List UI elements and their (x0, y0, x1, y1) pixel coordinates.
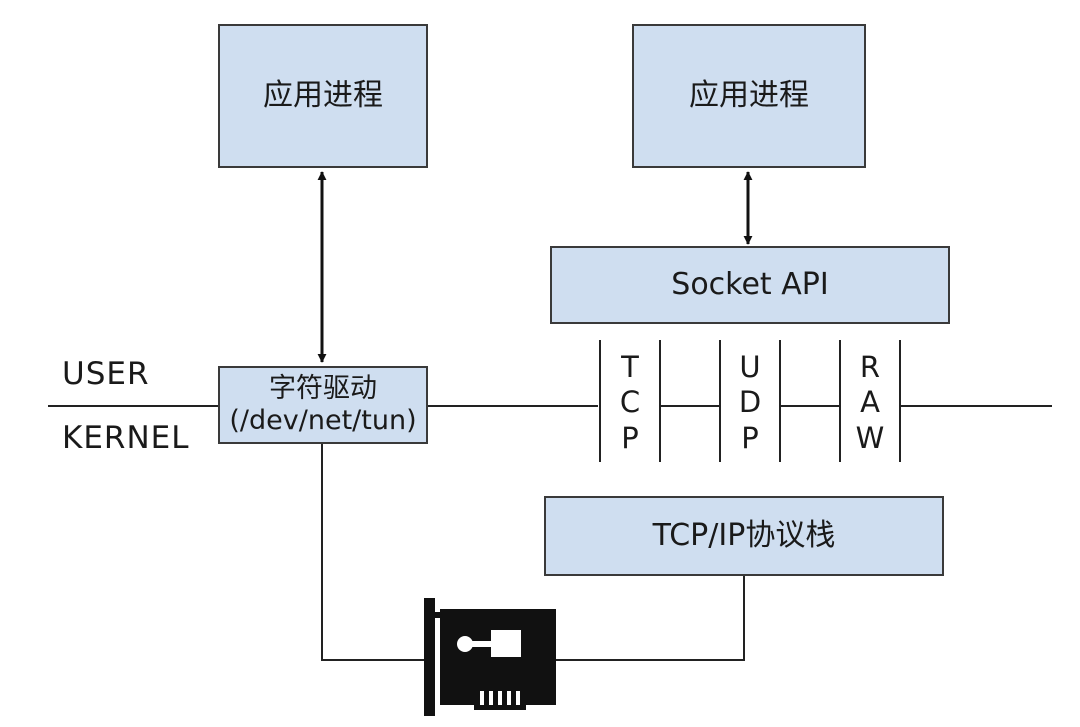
socket-api-box: Socket API (550, 246, 950, 324)
driver-to-nic-wire (321, 444, 426, 661)
char-driver-path: (/dev/net/tun) (229, 405, 417, 436)
left-app-process-box: 应用进程 (218, 24, 428, 168)
left-app-process-label: 应用进程 (263, 78, 383, 114)
udp-letter: D (738, 385, 762, 420)
udp-letter: P (741, 420, 759, 455)
raw-protocol-label: R A W (848, 350, 892, 456)
raw-letter: W (855, 420, 885, 455)
tcp-letter: C (619, 385, 641, 420)
network-card-icon (424, 598, 556, 716)
tcpip-stack-label: TCP/IP协议栈 (652, 518, 836, 554)
tcp-protocol-label: T C P (608, 350, 652, 456)
socket-api-label: Socket API (671, 267, 829, 303)
tcp-letter: T (621, 350, 639, 384)
char-driver-label: 字符驱动 (269, 372, 377, 404)
right-app-process-box: 应用进程 (632, 24, 866, 168)
tcp-letter: P (621, 420, 639, 455)
right-app-process-label: 应用进程 (689, 78, 809, 114)
raw-letter: R (859, 350, 881, 384)
udp-letter: U (739, 350, 761, 384)
user-space-label: USER (62, 356, 150, 392)
tcpip-stack-box: TCP/IP协议栈 (544, 496, 944, 576)
kernel-space-label: KERNEL (62, 420, 190, 456)
udp-protocol-label: U D P (728, 350, 772, 456)
stack-to-nic-wire (556, 576, 745, 661)
raw-letter: A (860, 385, 880, 420)
char-driver-box: 字符驱动 (/dev/net/tun) (218, 366, 428, 444)
